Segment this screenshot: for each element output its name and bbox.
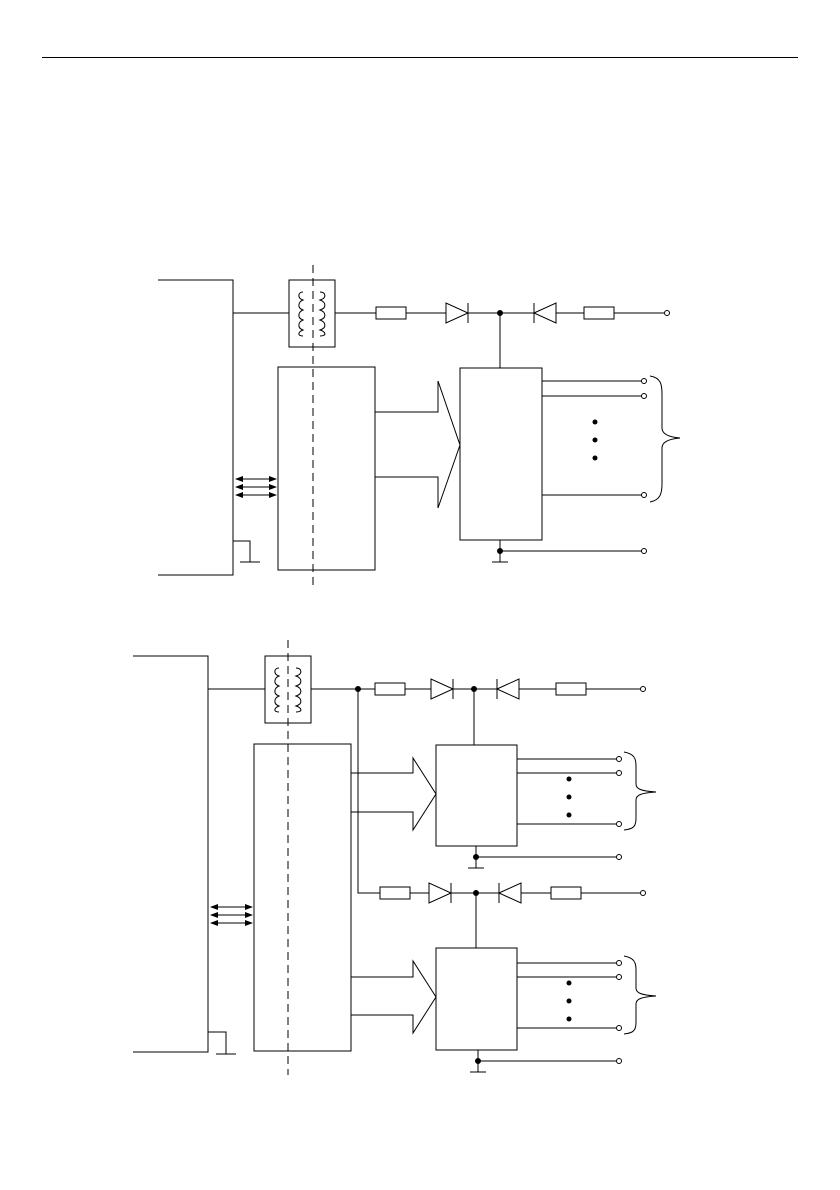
terminal-1-supply xyxy=(665,311,670,316)
signal-arrow-2a xyxy=(351,758,436,830)
backplane-bus-1 xyxy=(158,280,233,575)
fuse-2b xyxy=(556,683,586,695)
signal-arrow-2b xyxy=(351,961,436,1033)
driver-block-2a xyxy=(436,745,517,846)
fuse-1b xyxy=(584,307,614,319)
terminal-2a-common xyxy=(617,855,622,860)
driver-block-1 xyxy=(460,368,542,540)
ellipsis-dots-1 xyxy=(593,420,598,461)
interface-block-1 xyxy=(278,367,375,570)
output-terminal-2a-n xyxy=(617,822,622,827)
diode-2a xyxy=(431,679,453,699)
fuse-2d xyxy=(551,887,581,899)
backplane-ground-2 xyxy=(208,1032,236,1054)
data-bus-arrows-1 xyxy=(236,479,276,495)
diode-1a xyxy=(446,303,468,323)
diode-2c xyxy=(429,883,451,903)
output-terminal-1-2 xyxy=(642,394,647,399)
fuse-2a xyxy=(375,683,405,695)
junction-2b-gnd xyxy=(476,1059,481,1064)
driver-block-2b xyxy=(436,948,517,1050)
terminal-1-common xyxy=(642,549,647,554)
diode-2d xyxy=(499,883,521,903)
signal-arrow-1 xyxy=(375,381,460,508)
fuse-1a xyxy=(376,307,406,319)
output-terminal-2b-n xyxy=(617,1026,622,1031)
backplane-ground-1 xyxy=(233,541,260,562)
diagram-1 xyxy=(158,265,680,585)
diagram-2 xyxy=(133,640,656,1075)
junction-1-gnd xyxy=(498,549,503,554)
output-terminal-2a-1 xyxy=(617,757,622,762)
output-terminal-2b-2 xyxy=(617,975,622,980)
terminal-2-supply-a xyxy=(641,687,646,692)
isolation-transformer-1 xyxy=(289,280,335,347)
output-terminal-2a-2 xyxy=(617,771,622,776)
diode-1b xyxy=(534,303,556,323)
interface-block-2 xyxy=(254,744,351,1051)
backplane-bus-2 xyxy=(133,656,208,1052)
diode-2b xyxy=(497,679,519,699)
output-terminal-1-1 xyxy=(642,379,647,384)
output-terminal-1-n xyxy=(642,493,647,498)
output-brace-2b xyxy=(624,956,656,1034)
fuse-2c xyxy=(380,887,410,899)
data-bus-arrows-2 xyxy=(211,907,252,923)
output-brace-1 xyxy=(650,376,680,502)
junction-2a-gnd xyxy=(474,855,479,860)
output-terminal-2b-1 xyxy=(617,961,622,966)
terminal-2-supply-b xyxy=(641,891,646,896)
ellipsis-dots-2a xyxy=(567,777,572,818)
terminal-2b-common xyxy=(617,1059,622,1064)
ellipsis-dots-2b xyxy=(567,981,572,1022)
output-brace-2a xyxy=(624,752,656,830)
